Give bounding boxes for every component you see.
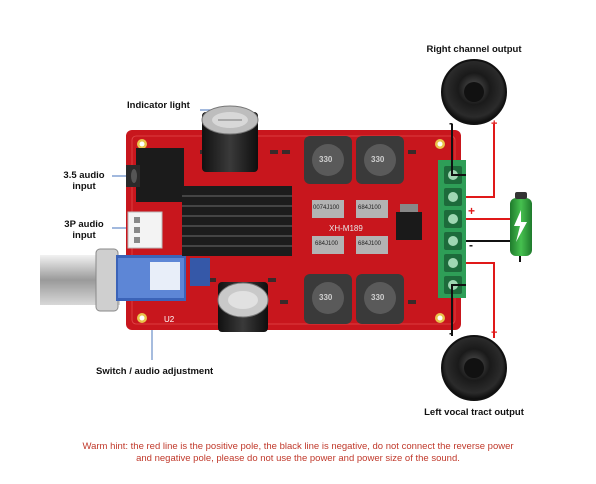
capacitor-top — [201, 105, 259, 172]
film-capacitors — [312, 200, 388, 254]
sign-minus-power: - — [469, 238, 473, 252]
battery-icon — [510, 192, 532, 256]
inductor-1: 330 — [319, 155, 333, 164]
board-model: XH-M189 — [329, 224, 363, 233]
label-left-vocal: Left vocal tract output — [424, 407, 524, 418]
cap-code-2: 684J100 — [315, 241, 339, 247]
label-audio-3p-line1: 3P audio — [64, 219, 104, 230]
warning-line-1: Warm hint: the red line is the positive … — [82, 441, 514, 452]
inductor-3: 330 — [319, 293, 333, 302]
inductor-2: 330 — [371, 155, 385, 164]
label-audio-3p-line2: input — [72, 230, 96, 241]
regulator-chip — [396, 204, 422, 240]
heat-sink — [182, 186, 292, 256]
label-audio-3-5-line2: input — [72, 181, 96, 192]
sign-minus-left: - — [449, 326, 453, 340]
warning-line-2: and negative pole, please do not use the… — [136, 453, 460, 464]
cap-code-1: 684J100 — [358, 205, 382, 211]
sign-plus-left: + — [491, 327, 498, 339]
chip-code: 0074J100 — [313, 205, 340, 211]
sign-minus-right: - — [449, 116, 453, 130]
aux-cable — [40, 248, 186, 312]
label-switch: Switch / audio adjustment — [96, 366, 214, 377]
cap-code-3: 684J100 — [358, 241, 382, 247]
sign-plus-power: + — [468, 204, 476, 218]
potentiometer — [190, 258, 210, 286]
inductors — [304, 136, 404, 324]
audio-jack-3-5 — [126, 148, 184, 202]
capacitor-bottom — [217, 282, 269, 332]
inductor-4: 330 — [371, 293, 385, 302]
label-indicator: Indicator light — [127, 100, 190, 111]
header-3p — [127, 211, 163, 249]
sign-plus-right: + — [491, 118, 498, 130]
left-speaker — [441, 335, 507, 401]
label-right-channel: Right channel output — [426, 44, 522, 55]
label-audio-3-5-line1: 3.5 audio — [63, 170, 105, 181]
right-speaker — [441, 59, 507, 125]
terminal-block — [438, 160, 466, 298]
u2-label: U2 — [164, 315, 175, 324]
